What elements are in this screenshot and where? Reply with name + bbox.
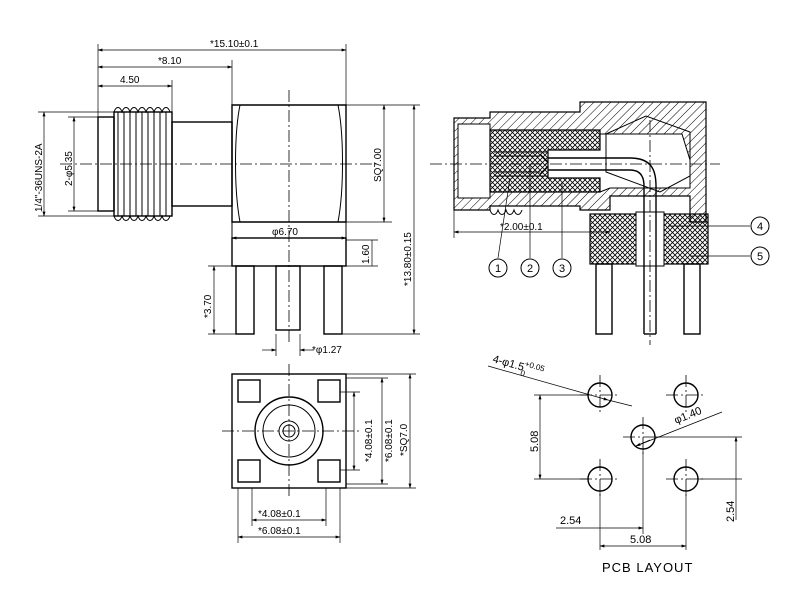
corner-pad-tr (317, 379, 341, 403)
section-ground-pin-left (595, 263, 613, 335)
ground-pin-left (235, 265, 255, 335)
svg-text:1: 1 (495, 263, 501, 275)
dim-overall-length: *15.10±0.1 (210, 39, 259, 50)
pcb-title: PCB LAYOUT (602, 560, 693, 575)
dim-pin-dia: *φ1.27 (312, 345, 342, 356)
callout-2 (520, 258, 540, 278)
bent-pin-inner (548, 169, 645, 334)
pcb-holes-label: 4-φ1.5+0.050 (490, 350, 546, 383)
center-pin (275, 265, 301, 331)
square-body (231, 104, 347, 223)
dim-step-160: 1.60 (361, 244, 372, 264)
dim-pin-length: *3.70 (203, 294, 214, 318)
dim-thread-spec: 1/4"-36UNS-2A (34, 143, 45, 212)
bottom-view (222, 364, 360, 498)
svg-text:4: 4 (757, 221, 763, 233)
corner-pad-bl (237, 459, 261, 483)
dim-footprint-inner-w: *4.08±0.1 (258, 509, 301, 520)
elbow-body (605, 115, 691, 193)
dim-square-side: SQ7.00 (373, 148, 384, 182)
dim-dia-670: φ6.70 (272, 227, 298, 238)
corner-pad-br (317, 459, 341, 483)
dim-footprint-outer-w: *6.08±0.1 (258, 526, 301, 537)
dim-footprint-outer-h: *6.08±0.1 (384, 419, 395, 462)
section-annotations: *2.00±0.1 1 2 3 4 5 (453, 164, 770, 278)
dim-height: *13.80±0.15 (403, 232, 414, 286)
section-view (430, 101, 720, 345)
ground-pin-right (323, 265, 343, 335)
pcb-pitch-bottom-left: 2.54 (560, 515, 581, 527)
section-ground-pin-right (683, 263, 701, 335)
corner-pad-tl (237, 379, 261, 403)
dim-pin-offset: *2.00±0.1 (500, 222, 543, 233)
pcb-pitch-right: 2.54 (725, 501, 737, 522)
callout-5 (750, 246, 770, 266)
pcb-pitch-bottom: 5.08 (630, 534, 651, 546)
svg-text:2: 2 (527, 263, 533, 275)
dim-thread-length: 4.50 (120, 75, 140, 86)
front-view-dimensions: *15.10±0.1 *8.10 4.50 1/4"-36UNS-2A 2-φ5… (34, 39, 420, 356)
bent-pin-outer (548, 157, 657, 334)
pcb-pitch-vertical: 5.08 (529, 431, 541, 452)
callout-4 (750, 216, 770, 236)
callout-1 (488, 258, 508, 278)
svg-text:3: 3 (559, 263, 565, 275)
dim-footprint-square: *SQ7.0 (399, 423, 410, 456)
front-view (60, 90, 380, 345)
svg-text:5: 5 (757, 251, 763, 263)
dim-body-length: *8.10 (158, 56, 182, 67)
pcb-dimensions: 4-φ1.5+0.050 φ1.40 5.08 2.54 2.54 5.08 P… (487, 350, 742, 575)
dim-footprint-inner-h: *4.08±0.1 (364, 419, 375, 462)
bottom-view-dimensions: *4.08±0.1 *6.08±0.1 *SQ7.0 *4.08±0.1 *6.… (237, 373, 416, 543)
dim-flat-width: 2-φ5.35 (64, 151, 75, 186)
callout-3 (552, 258, 572, 278)
pcb-center-hole: φ1.40 (673, 405, 704, 427)
